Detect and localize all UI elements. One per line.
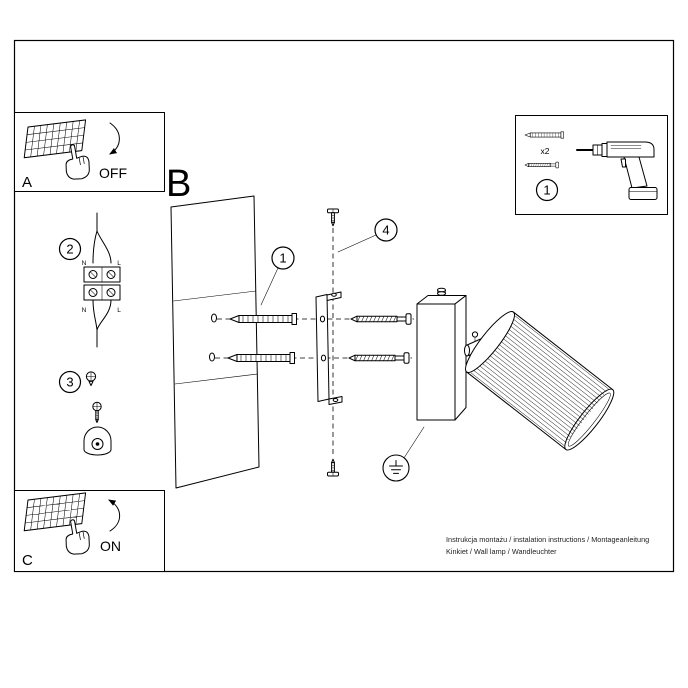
footer-line-1: Instrukcja montażu / instalation instruc… [446,535,649,544]
step-1-number: 1 [543,183,550,198]
sheet-frame [13,39,675,573]
wall-anchor-top [229,313,297,325]
step-2-badge [58,237,82,261]
machine-screw-top [350,313,412,325]
fixing-screw-top [327,208,339,227]
leader-step-4 [337,234,377,253]
small-screw-icon [85,371,97,386]
fixing-screw-bottom [327,458,339,477]
wall-hole-top [211,313,217,323]
exploded-view: 1 4 [170,195,615,489]
step-1-badge-main [271,246,295,270]
step-3-number: 3 [66,375,73,390]
terminal-block-icon [83,266,121,301]
cover-screw-icon [92,401,102,423]
off-label: OFF [99,165,127,181]
step-2-number: 2 [66,242,73,257]
step-3-cord-grip: 3 [58,370,112,456]
ground-symbol-icon [382,454,410,482]
wall-panel-joints [173,290,258,385]
mounting-bracket [315,291,343,405]
leader-step-1 [260,267,279,306]
panel-a-switch-off: OFF A [14,112,165,192]
step-3-badge [58,370,82,394]
tools-box: x2 1 [515,115,668,215]
wall-anchor-bottom [227,352,295,364]
wire-label-l-bottom: L [117,307,121,314]
machine-screw-bottom [348,352,410,364]
wall-panel [170,195,260,489]
lamp-base [416,287,467,421]
wire-label-n-bottom: N [82,307,87,314]
panel-c-switch-on: ON C [14,490,165,572]
supply-wires [92,212,112,264]
footer-line-2: Kinkiet / Wall lamp / Wandleuchter [446,547,557,556]
flip-arrow-icon [108,499,121,532]
panel-c-label: C [22,552,33,569]
wall-hole-bottom [209,352,215,362]
leader-ground [403,426,425,459]
cord-grip-icon [83,426,112,456]
step-1-number-main: 1 [279,251,286,266]
footer: Instrukcja montażu / instalation instruc… [446,535,649,556]
wire-label-l-top: L [117,260,121,267]
wire-label-n-top: N [82,260,87,267]
panel-a-label: A [22,174,32,191]
section-b-label: B [166,163,191,205]
flip-arrow-icon [109,122,120,155]
step-4-number: 4 [382,223,389,238]
lamp-shade [465,311,615,451]
step-4-badge [374,218,398,242]
anchor-qty-label: x2 [541,146,550,156]
wall-anchor-icon [524,131,564,139]
power-drill-icon [576,141,658,200]
on-label: ON [100,538,121,554]
step-1-badge [535,178,559,202]
step-2-wiring: 2 N L N L [58,212,121,348]
lamp-wires [92,299,112,348]
